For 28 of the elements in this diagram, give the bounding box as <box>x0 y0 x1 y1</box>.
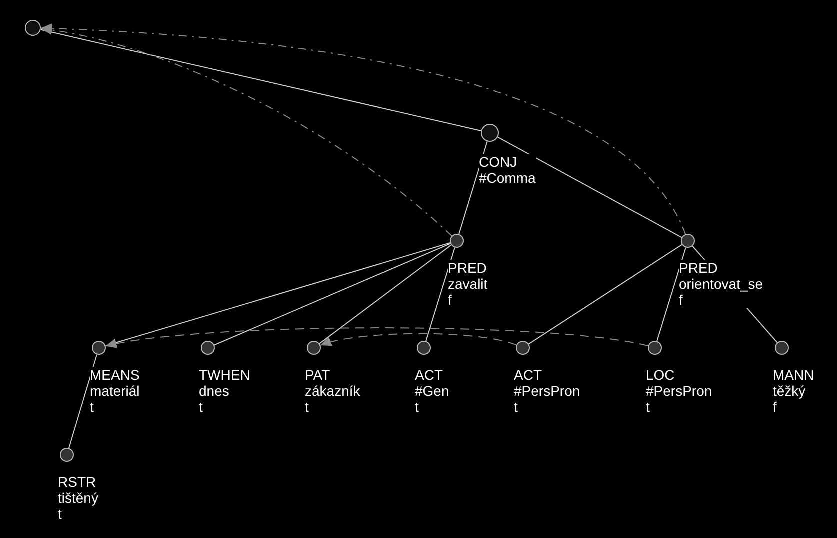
node-label: orientovat_se <box>679 276 764 292</box>
tree-edge <box>319 244 452 344</box>
node-label: zavalit <box>448 276 488 292</box>
node-label: #PersPron <box>646 383 712 399</box>
node-label: MANN <box>773 367 814 383</box>
node-label: tištěný <box>58 490 98 506</box>
node-label: #PersPron <box>514 383 580 399</box>
node-label: MEANS <box>90 367 140 383</box>
tree-edge <box>40 29 482 132</box>
node-label: CONJ <box>479 154 536 170</box>
node-label: RSTR <box>58 474 98 490</box>
node-label: #Gen <box>415 383 450 399</box>
tree-edge <box>656 247 686 342</box>
node-label: zákazník <box>305 383 360 399</box>
node-label: materiál <box>90 383 140 399</box>
node-label: PRED <box>448 260 488 276</box>
dashed-arrow <box>40 24 686 235</box>
dashed-arrow <box>40 25 452 237</box>
tree-edge <box>426 247 456 342</box>
node-label: #Comma <box>479 170 536 186</box>
dashed-arrow <box>105 328 649 350</box>
tree-edge <box>105 242 451 346</box>
tree-edge <box>68 354 98 449</box>
tree-edge <box>528 244 683 345</box>
dashed-arrow <box>320 333 518 347</box>
tree-edge <box>497 136 682 238</box>
node-label: TWHEN <box>199 367 250 383</box>
tree-edge <box>214 243 452 346</box>
